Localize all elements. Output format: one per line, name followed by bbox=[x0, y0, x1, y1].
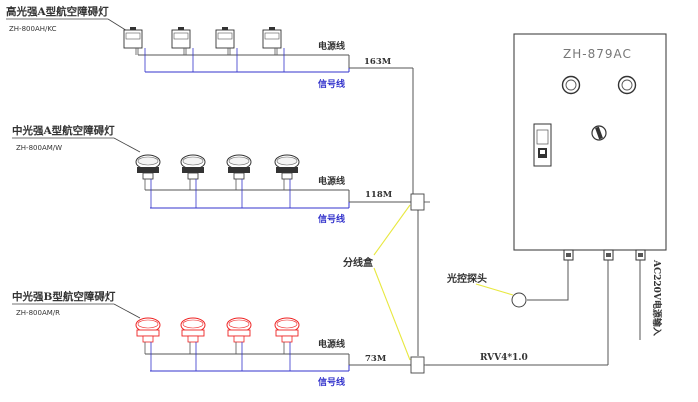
lamp-medium-red bbox=[180, 317, 206, 343]
indicator-lamp bbox=[617, 75, 637, 95]
lamp-high-intensity bbox=[262, 27, 282, 55]
junction-box-label: 分线盒 bbox=[343, 256, 374, 269]
power-line-label: 电源线 bbox=[318, 338, 345, 350]
signal-line-label: 信号线 bbox=[318, 376, 345, 388]
controller-box: ZH-879AC bbox=[513, 33, 667, 261]
light-sensor bbox=[511, 292, 527, 308]
cable-gland bbox=[635, 249, 646, 261]
controller-model: ZH-879AC bbox=[563, 47, 632, 61]
signal-drops bbox=[150, 342, 291, 371]
light-sensor-label: 光控探头 bbox=[446, 272, 487, 285]
power-line-label: 电源线 bbox=[318, 40, 345, 52]
group-medium-intensity-b: 中光强B型航空障碍灯 ZH-800AM/R 电源线 信号线 73M bbox=[12, 290, 413, 388]
power-drops bbox=[144, 179, 285, 190]
junction-box bbox=[410, 193, 430, 211]
cable-gland bbox=[563, 249, 574, 261]
model-number: ZH-800AH/KC bbox=[9, 25, 57, 33]
leader-line bbox=[113, 137, 141, 153]
power-input-label: AC220V电源输入 bbox=[651, 259, 663, 336]
power-drops bbox=[144, 342, 285, 354]
lamp-medium-red bbox=[135, 317, 161, 343]
model-number: ZH-800AM/W bbox=[16, 144, 62, 152]
controller-cables bbox=[527, 260, 641, 365]
power-line-label: 电源线 bbox=[318, 175, 345, 187]
group-title: 中光强B型航空障碍灯 bbox=[12, 290, 116, 303]
signal-line-label: 信号线 bbox=[318, 78, 345, 90]
lamp-medium-red bbox=[226, 317, 252, 343]
group-medium-intensity-a: 中光强A型航空障碍灯 ZH-800AM/W 电源线 信号线 118M bbox=[12, 124, 413, 225]
cable-length: 118M bbox=[365, 190, 393, 200]
model-number: ZH-800AM/R bbox=[16, 309, 60, 317]
lamp-medium-white bbox=[274, 154, 300, 180]
lamp-medium-white bbox=[226, 154, 252, 180]
group-title: 中光强A型航空障碍灯 bbox=[12, 124, 115, 137]
selector-knob bbox=[591, 125, 607, 141]
signal-drops bbox=[150, 179, 291, 208]
signal-line-label: 信号线 bbox=[318, 213, 345, 225]
cable-gland bbox=[603, 249, 614, 261]
junction-box-callout bbox=[373, 204, 411, 361]
cable-spec: RVV4*1.0 bbox=[480, 353, 528, 363]
power-switch bbox=[533, 123, 552, 167]
cable-length: 73M bbox=[365, 354, 387, 364]
power-drops bbox=[137, 48, 278, 55]
lamp-high-intensity bbox=[171, 27, 191, 55]
lamp-high-intensity bbox=[123, 27, 143, 55]
leader-line bbox=[113, 303, 141, 319]
group-title: 高光强A型航空障碍灯 bbox=[6, 5, 109, 18]
light-sensor-callout bbox=[475, 283, 514, 296]
lamp-medium-red bbox=[274, 317, 300, 343]
cable-length: 163M bbox=[364, 57, 392, 67]
lamp-medium-white bbox=[180, 154, 206, 180]
group-high-intensity-a: 高光强A型航空障碍灯 ZH-800AH/KC 电源线 信号线 163M bbox=[6, 5, 413, 90]
trunk-wiring bbox=[412, 68, 608, 366]
junction-box bbox=[410, 356, 430, 374]
lamp-high-intensity bbox=[215, 27, 235, 55]
indicator-lamp bbox=[561, 75, 581, 95]
signal-drops bbox=[144, 48, 285, 72]
lamp-medium-white bbox=[135, 154, 161, 180]
